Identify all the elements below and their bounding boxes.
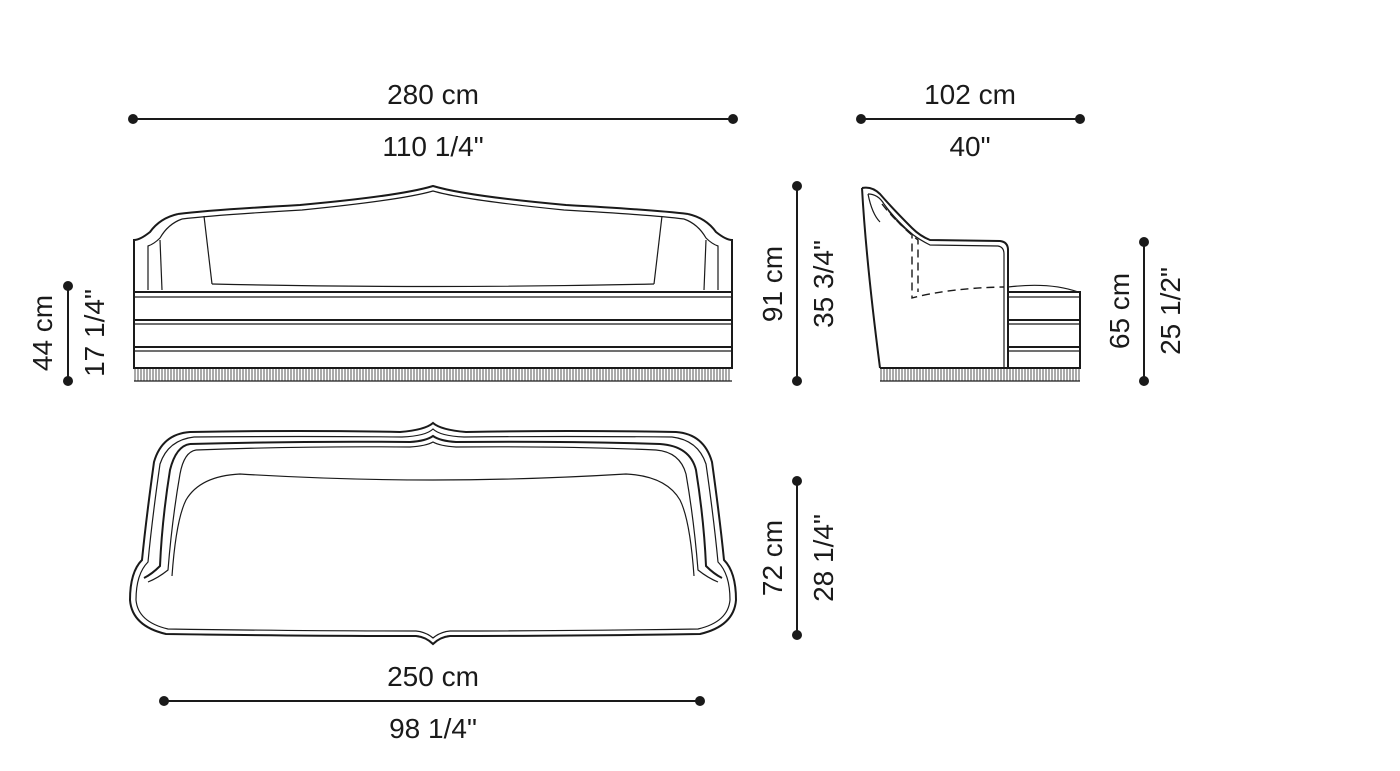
right-arm-outer <box>687 213 733 292</box>
plan-outline-outer <box>128 421 738 646</box>
side-back-arm-outer <box>861 186 1009 368</box>
side-seat-block <box>1007 291 1081 369</box>
total-height-endpoint-bottom <box>792 376 802 386</box>
side-depth-endpoint-right <box>1075 114 1085 124</box>
top-seat-depth-endpoint-top <box>792 476 802 486</box>
seat-height-imperial: 17 1/4" <box>79 289 110 377</box>
base-block <box>133 291 733 369</box>
top-seat-depth-dimension: 72 cm 28 1/4" <box>757 476 839 640</box>
left-arm-outer <box>133 213 179 292</box>
front-width-endpoint-left <box>128 114 138 124</box>
plan-back-inner-right <box>189 434 723 579</box>
plan-back-inner-right-2 <box>195 441 719 583</box>
front-width-dimension: 280 cm 110 1/4" <box>128 79 738 162</box>
seat-height-dimension: 44 cm 17 1/4" <box>27 281 110 386</box>
top-seat-depth-metric: 72 cm <box>757 520 788 596</box>
side-depth-imperial: 40" <box>949 131 990 162</box>
top-seat-width-metric: 250 cm <box>387 661 479 692</box>
side-back-rear-inner <box>867 193 881 223</box>
backrest-top-outer <box>177 184 689 215</box>
plan-back-inner-left-2 <box>147 449 197 583</box>
seat-back-line <box>211 283 655 288</box>
sofa-front-view <box>133 184 733 382</box>
side-back-rear <box>861 187 881 369</box>
side-depth-endpoint-left <box>856 114 866 124</box>
plan-seat-cushion <box>171 473 695 577</box>
arm-height-metric: 65 cm <box>1104 273 1135 349</box>
seat-height-endpoint-top <box>63 281 73 291</box>
top-seat-width-endpoint-left <box>159 696 169 706</box>
top-seat-width-imperial: 98 1/4" <box>389 713 477 744</box>
plan-back-inner-left <box>143 443 191 579</box>
left-arm-panel <box>159 239 163 291</box>
backrest-top-inner <box>181 190 685 220</box>
side-depth-dimension: 102 cm 40" <box>856 79 1085 162</box>
seat-height-metric: 44 cm <box>27 295 58 371</box>
top-seat-depth-imperial: 28 1/4" <box>808 514 839 602</box>
side-back-arm-inner <box>867 193 1005 368</box>
side-cushion-dashed-inner <box>887 209 919 292</box>
seat-height-endpoint-bottom <box>63 376 73 386</box>
front-width-metric: 280 cm <box>387 79 479 110</box>
plan-outline-inner <box>135 428 731 639</box>
left-arm-inner <box>147 218 183 290</box>
left-back-cushion-edge <box>203 215 213 285</box>
side-seat-top <box>1007 284 1079 293</box>
front-width-imperial: 110 1/4" <box>382 131 483 162</box>
right-arm-panel <box>703 239 707 291</box>
top-seat-width-dimension: 250 cm 98 1/4" <box>159 661 705 744</box>
right-arm-inner <box>683 218 719 290</box>
top-seat-depth-endpoint-bottom <box>792 630 802 640</box>
total-height-dimension: 91 cm 35 3/4" <box>757 181 839 386</box>
side-depth-metric: 102 cm <box>924 79 1016 110</box>
arm-height-imperial: 25 1/2" <box>1155 267 1186 355</box>
sofa-top-view <box>128 421 738 646</box>
side-fringe <box>880 369 1080 381</box>
total-height-metric: 91 cm <box>757 246 788 322</box>
sofa-side-view <box>861 186 1081 382</box>
arm-height-endpoint-bottom <box>1139 376 1149 386</box>
front-fringe <box>134 369 730 381</box>
total-height-imperial: 35 3/4" <box>808 240 839 328</box>
total-height-endpoint-top <box>792 181 802 191</box>
arm-height-endpoint-top <box>1139 237 1149 247</box>
side-cushion-dashed-outer <box>881 203 1005 299</box>
arm-height-dimension: 65 cm 25 1/2" <box>1104 237 1186 386</box>
right-back-cushion-edge <box>653 215 663 285</box>
front-width-endpoint-right <box>728 114 738 124</box>
top-seat-width-endpoint-right <box>695 696 705 706</box>
